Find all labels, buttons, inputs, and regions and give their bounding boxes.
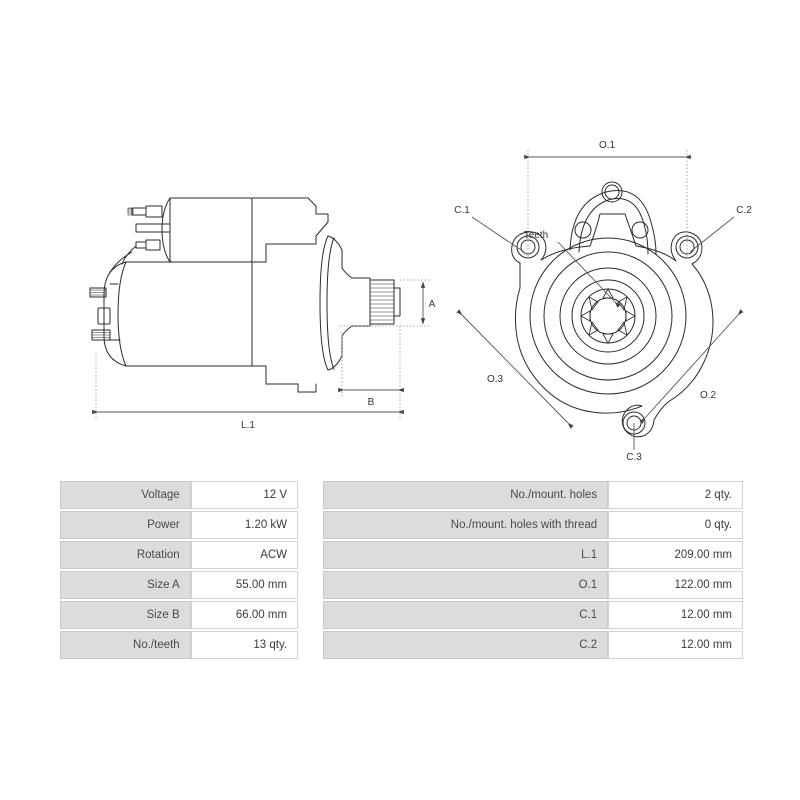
spec-value-mount-holes-thread: 0 qty. xyxy=(608,511,743,539)
spec-value-mount-holes: 2 qty. xyxy=(608,481,743,509)
spec-label-teeth: No./teeth xyxy=(60,631,191,659)
starter-motor-flange-view-drawing: O.1 C.1 C.2 C.3 O.3 O.2 Teeth xyxy=(440,130,770,460)
spec-value-size-a: 55.00 mm xyxy=(190,571,299,599)
spec-value-c1: 12.00 mm xyxy=(608,601,743,629)
spec-value-l1: 209.00 mm xyxy=(608,541,743,569)
spec-label-mount-holes-thread: No./mount. holes with thread xyxy=(322,511,609,539)
table-row: Rotation ACW L.1 209.00 mm xyxy=(60,541,743,569)
starter-motor-side-view-drawing: A B L.1 xyxy=(40,140,440,450)
spec-value-c2: 12.00 mm xyxy=(608,631,743,659)
spec-label-size-a: Size A xyxy=(60,571,191,599)
spec-value-rotation: ACW xyxy=(190,541,299,569)
dimension-label-b: B xyxy=(368,397,375,408)
spec-label-mount-holes: No./mount. holes xyxy=(322,481,609,509)
spec-label-size-b: Size B xyxy=(60,601,191,629)
dimension-label-l1: L.1 xyxy=(241,420,255,431)
spec-label-voltage: Voltage xyxy=(60,481,191,509)
spec-value-size-b: 66.00 mm xyxy=(190,601,299,629)
spec-label-l1: L.1 xyxy=(322,541,609,569)
spec-value-o1: 122.00 mm xyxy=(608,571,743,599)
spec-label-c1: C.1 xyxy=(322,601,609,629)
spec-value-voltage: 12 V xyxy=(190,481,299,509)
table-row: Size B 66.00 mm C.1 12.00 mm xyxy=(60,601,743,629)
column-gap xyxy=(298,631,323,659)
spec-value-power: 1.20 kW xyxy=(190,511,299,539)
dimension-label-c3: C.3 xyxy=(626,452,642,460)
column-gap xyxy=(298,541,323,569)
specification-table: Voltage 12 V No./mount. holes 2 qty. Pow… xyxy=(60,479,743,661)
dimension-label-a: A xyxy=(429,299,436,310)
spec-value-teeth: 13 qty. xyxy=(190,631,299,659)
column-gap xyxy=(298,511,323,539)
table-row: No./teeth 13 qty. C.2 12.00 mm xyxy=(60,631,743,659)
table-row: Voltage 12 V No./mount. holes 2 qty. xyxy=(60,481,743,509)
dimension-label-teeth: Teeth xyxy=(524,230,548,241)
spec-label-power: Power xyxy=(60,511,191,539)
table-row: Size A 55.00 mm O.1 122.00 mm xyxy=(60,571,743,599)
spec-label-o1: O.1 xyxy=(322,571,609,599)
table-row: Power 1.20 kW No./mount. holes with thre… xyxy=(60,511,743,539)
specification-table-body: Voltage 12 V No./mount. holes 2 qty. Pow… xyxy=(60,481,743,659)
dimension-label-o3: O.3 xyxy=(487,374,504,385)
spec-label-rotation: Rotation xyxy=(60,541,191,569)
column-gap xyxy=(298,571,323,599)
column-gap xyxy=(298,601,323,629)
spec-label-c2: C.2 xyxy=(322,631,609,659)
dimension-label-o1: O.1 xyxy=(599,140,616,151)
dimension-label-o2: O.2 xyxy=(700,390,717,401)
dimension-label-c1: C.1 xyxy=(454,205,470,216)
column-gap xyxy=(298,481,323,509)
dimension-label-c2: C.2 xyxy=(736,205,752,216)
